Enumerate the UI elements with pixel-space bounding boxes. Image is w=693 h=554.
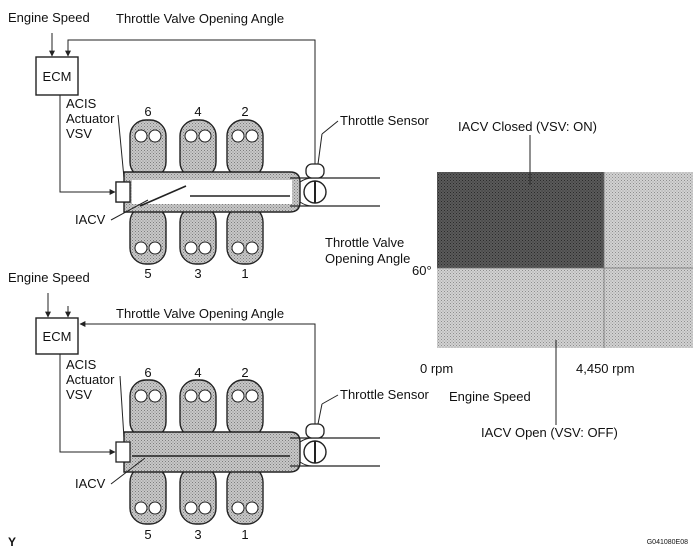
cylinder-1: 1 — [241, 266, 248, 281]
ecm-box — [35, 317, 79, 355]
region-open-high-speed — [604, 172, 693, 268]
cylinder-5: 5 — [144, 527, 151, 542]
throttle-sensor-label: Throttle Sensor — [340, 113, 430, 128]
y-threshold-label: 60° — [412, 263, 432, 278]
closed-region-label: IACV Closed (VSV: ON) — [458, 119, 597, 134]
acis-label-3: VSV — [66, 126, 92, 141]
throttle-angle-label: Throttle Valve Opening Angle — [116, 11, 284, 26]
iacv-leader — [110, 199, 149, 221]
x-threshold-label: 4,450 rpm — [576, 361, 635, 376]
figure-code: G041080E08 — [647, 539, 688, 546]
cylinder-4: 4 — [194, 365, 201, 380]
upper-diagram: ECM Engine Speed Throttle Valve Opening … — [8, 10, 430, 281]
engine-speed-label: Engine Speed — [8, 10, 90, 25]
cylinder-4: 4 — [194, 104, 201, 119]
cylinder-3: 3 — [194, 266, 201, 281]
acis-leader — [119, 375, 125, 439]
ecm-box — [35, 56, 79, 96]
operation-graph: IACV Closed (VSV: ON) Throttle Valve Ope… — [325, 119, 693, 440]
y-axis-label-2: Opening Angle — [325, 251, 410, 266]
engine-speed-label: Engine Speed — [8, 270, 90, 285]
iacv-label: IACV — [75, 476, 106, 491]
region-closed — [437, 172, 604, 268]
ecm-label: ECM — [43, 329, 72, 344]
lower-diagram: ECM Engine Speed Throttle Valve Opening … — [8, 270, 430, 542]
acis-leader — [117, 114, 125, 179]
acis-label-2: Actuator — [66, 372, 115, 387]
x-axis-label: Engine Speed — [449, 389, 531, 404]
open-region-label: IACV Open (VSV: OFF) — [481, 425, 618, 440]
acis-label-2: Actuator — [66, 111, 115, 126]
acis-label-3: VSV — [66, 387, 92, 402]
acis-label-1: ACIS — [66, 96, 97, 111]
cylinder-5: 5 — [144, 266, 151, 281]
throttle-angle-label: Throttle Valve Opening Angle — [116, 306, 284, 321]
acis-label-1: ACIS — [66, 357, 97, 372]
y-axis-label-1: Throttle Valve — [325, 235, 404, 250]
x-min-label: 0 rpm — [420, 361, 453, 376]
throttle-sensor-label: Throttle Sensor — [340, 387, 430, 402]
iacv-valve-closed — [139, 185, 187, 207]
cylinder-6: 6 — [144, 104, 151, 119]
cylinder-2: 2 — [241, 104, 248, 119]
region-open-low-angle — [437, 268, 693, 348]
cylinder-2: 2 — [241, 365, 248, 380]
iacv-leader — [110, 457, 146, 485]
cylinder-3: 3 — [194, 527, 201, 542]
figure-mark: Y — [8, 535, 16, 549]
iacv-label: IACV — [75, 212, 106, 227]
ecm-label: ECM — [43, 69, 72, 84]
cylinder-6: 6 — [144, 365, 151, 380]
cylinder-1: 1 — [241, 527, 248, 542]
